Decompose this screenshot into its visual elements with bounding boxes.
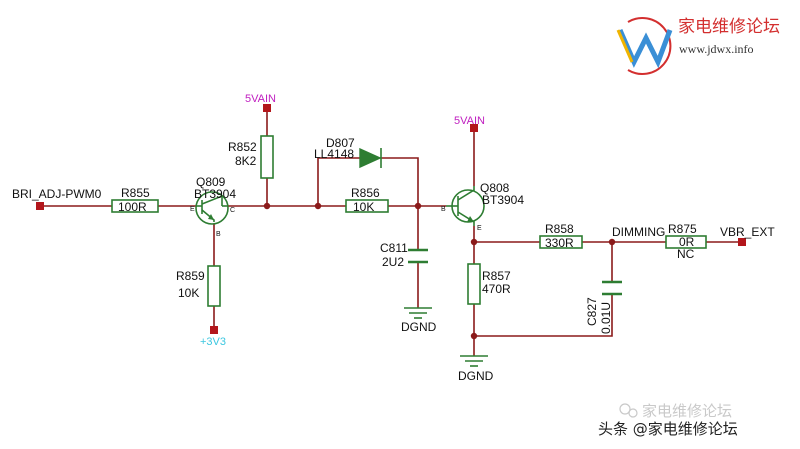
capacitor-c827 bbox=[602, 280, 622, 296]
resistor-r855 bbox=[111, 199, 159, 213]
r856-ref: R856 bbox=[351, 186, 380, 200]
d807-ref: D807 bbox=[326, 136, 355, 150]
c827-value: 0.01U bbox=[599, 302, 613, 334]
resistor-r858 bbox=[539, 235, 583, 249]
power-label-5vain-1: 5VAIN bbox=[245, 93, 276, 105]
r855-value: 100R bbox=[118, 200, 147, 214]
r852-ref: R852 bbox=[228, 140, 257, 154]
transistor-q809 bbox=[195, 191, 229, 225]
r852-value: 8K2 bbox=[235, 154, 257, 168]
q808-part: BT3904 bbox=[482, 193, 524, 207]
q809-ref: Q809 bbox=[196, 175, 226, 189]
r875-value: 0R bbox=[679, 235, 695, 249]
d807-value: LL4148 bbox=[314, 147, 354, 161]
ground-label-2: DGND bbox=[458, 369, 494, 383]
q809-pin-e-label: E bbox=[190, 206, 195, 213]
ground-symbol-2 bbox=[460, 355, 488, 367]
resistor-r852 bbox=[260, 135, 274, 179]
net-label-dimming: DIMMING bbox=[612, 225, 665, 239]
q808-pin-e-label: E bbox=[477, 225, 482, 232]
c811-ref: C811 bbox=[380, 241, 408, 255]
q809-part: BT3904 bbox=[194, 187, 236, 201]
power-label-3v3: +3V3 bbox=[200, 336, 226, 348]
power-port-3v3 bbox=[210, 326, 218, 334]
power-port-5vain-1 bbox=[263, 104, 271, 112]
r855-ref: R855 bbox=[121, 186, 150, 200]
q809-pin-b-label: B bbox=[216, 231, 221, 238]
r875-ref: R875 bbox=[668, 222, 697, 236]
resistor-r857 bbox=[467, 263, 481, 305]
watermark-logo bbox=[616, 17, 673, 75]
r859-value: 10K bbox=[178, 286, 199, 300]
r875-note: NC bbox=[677, 247, 695, 261]
r856-value: 10K bbox=[353, 200, 374, 214]
r858-ref: R858 bbox=[545, 222, 574, 236]
q808-pin-b-label: B bbox=[441, 206, 446, 213]
ground-symbol-1 bbox=[404, 307, 432, 319]
net-label-output: VBR_EXT bbox=[720, 225, 775, 239]
r859-ref: R859 bbox=[176, 269, 205, 283]
transistor-q808 bbox=[446, 186, 485, 226]
wires bbox=[40, 112, 738, 356]
footer-credit: 头条 @家电维修论坛 bbox=[598, 420, 738, 438]
footer-faded-text: 家电维修论坛 bbox=[642, 402, 732, 420]
footer-wechat-icon bbox=[619, 403, 638, 418]
power-port-5vain-2 bbox=[470, 124, 478, 132]
junctions bbox=[263, 202, 616, 340]
q808-ref: Q808 bbox=[480, 181, 510, 195]
resistor-r856 bbox=[345, 199, 389, 213]
power-label-5vain-2: 5VAIN bbox=[454, 115, 485, 127]
c811-value: 2U2 bbox=[382, 255, 404, 269]
output-port bbox=[738, 238, 746, 246]
ground-label-1: DGND bbox=[401, 320, 437, 334]
capacitor-c811 bbox=[408, 248, 428, 264]
resistor-r859 bbox=[207, 265, 221, 307]
r857-value: 470R bbox=[482, 282, 511, 296]
r858-value: 330R bbox=[545, 236, 574, 250]
watermark-url: www.jdwx.info bbox=[679, 42, 754, 56]
input-port bbox=[36, 202, 44, 210]
net-label-input: BRI_ADJ-PWM0 bbox=[12, 187, 102, 201]
c827-ref: C827 bbox=[585, 297, 599, 326]
watermark-site-name: 家电维修论坛 bbox=[678, 17, 780, 37]
resistor-r875 bbox=[665, 235, 707, 249]
diode-d807 bbox=[359, 147, 382, 169]
r857-ref: R857 bbox=[482, 269, 511, 283]
q809-pin-c-label: C bbox=[230, 207, 235, 214]
